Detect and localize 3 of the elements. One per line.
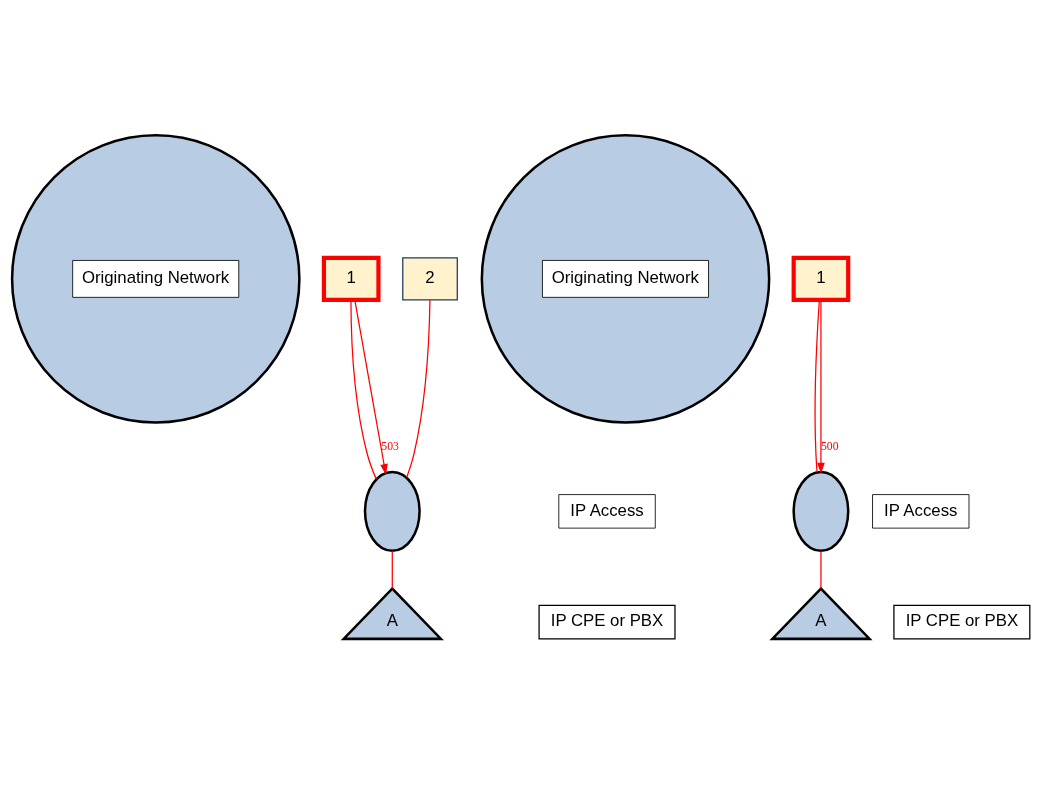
node-text: Originating Network [81,268,230,288]
node-text: Originating Network [551,268,699,288]
edge-label: 503 [381,440,399,454]
